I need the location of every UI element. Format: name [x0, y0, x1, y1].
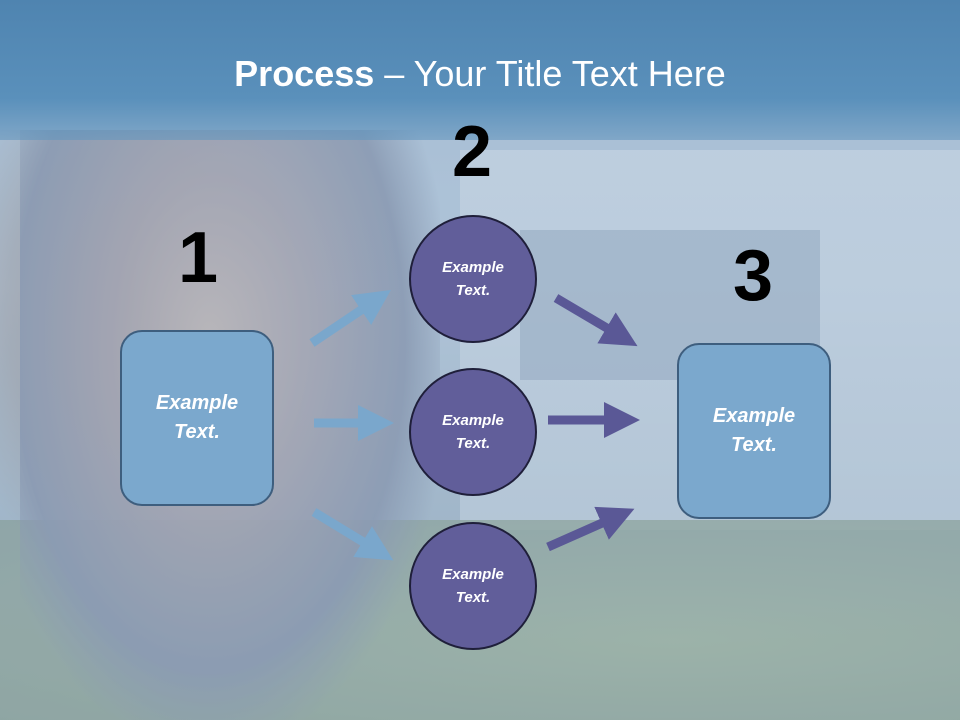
- process-circle-middle-label: Example Text.: [442, 412, 504, 452]
- title-band: [0, 0, 960, 140]
- step-number-2: 2: [451, 112, 493, 192]
- title-rest: – Your Title Text Here: [374, 53, 726, 94]
- arrow-bottom-to-right: [546, 506, 635, 552]
- process-box-left: Example Text.: [120, 330, 274, 506]
- step-number-1: 1: [177, 218, 219, 298]
- process-box-right: Example Text.: [677, 343, 831, 519]
- process-circle-top: Example Text.: [409, 215, 537, 343]
- title-bold-word: Process: [234, 53, 375, 94]
- process-box-left-label: Example Text.: [155, 392, 239, 443]
- process-circle-bottom-label: Example Text.: [442, 566, 504, 606]
- arrow-left-to-top: [309, 289, 391, 347]
- arrow-left-to-bottom: [311, 508, 394, 561]
- step-number-3: 3: [732, 236, 774, 316]
- slide-title: Process – Your Title Text Here: [0, 52, 960, 96]
- process-circle-bottom: Example Text.: [409, 522, 537, 650]
- process-circle-middle: Example Text.: [409, 368, 537, 496]
- arrow-top-to-right: [553, 294, 638, 347]
- process-box-right-label: Example Text.: [712, 405, 796, 456]
- process-circle-top-label: Example Text.: [442, 259, 504, 299]
